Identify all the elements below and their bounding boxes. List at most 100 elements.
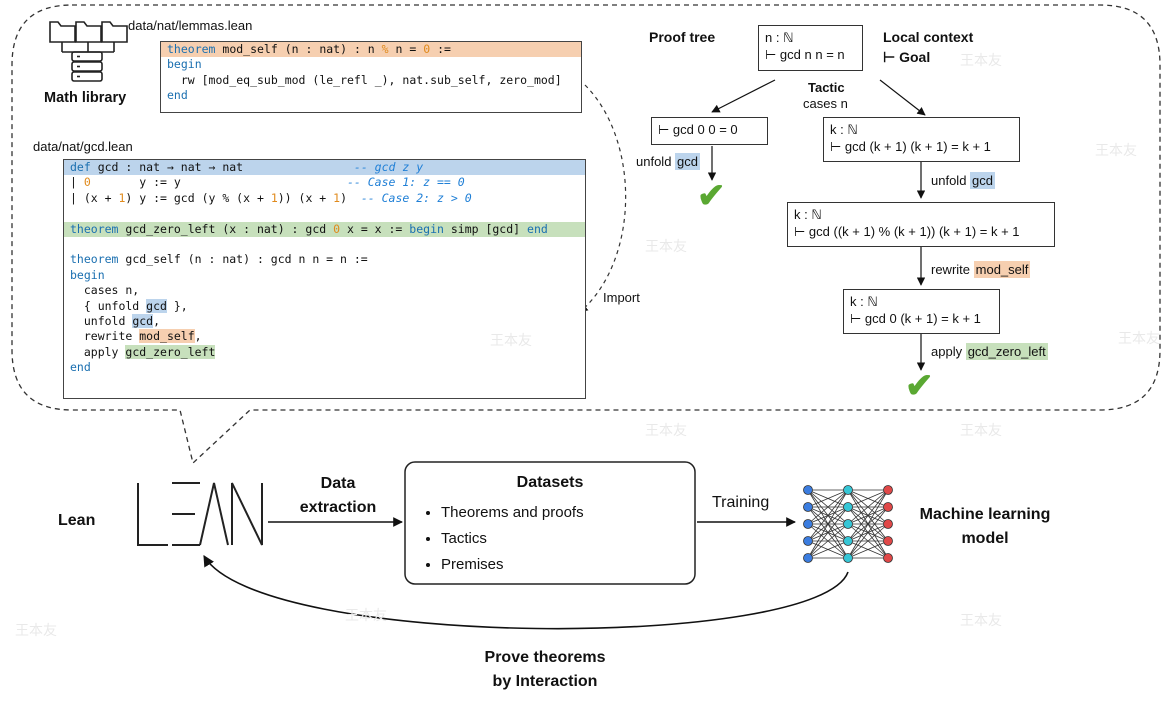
nn-edge xyxy=(807,489,849,542)
nn-edge xyxy=(807,489,849,542)
nn-edge xyxy=(847,523,889,542)
folder-icon xyxy=(49,21,128,53)
nn-edge xyxy=(807,489,849,525)
nn-node xyxy=(803,485,813,495)
ml-model-label: Machine learning model xyxy=(919,506,1051,547)
node-context: k : ℕ xyxy=(794,207,822,222)
nn-node xyxy=(883,485,893,495)
nn-edge xyxy=(807,489,849,508)
nn-node xyxy=(883,502,893,512)
import-arrow xyxy=(579,84,627,313)
nn-node xyxy=(883,536,893,546)
dataset-item: Tactics xyxy=(441,526,584,552)
watermark: 王本友 xyxy=(960,52,1002,68)
nn-edge xyxy=(847,506,889,559)
nn-edge xyxy=(847,540,889,559)
nn-edge xyxy=(807,506,849,542)
node-context: k : ℕ xyxy=(850,294,878,309)
code-line: theorem gcd_self (n : nat) : gcd n n = n… xyxy=(70,252,368,267)
code-line: | (x + 1) y := gcd (y % (x + 1)) (x + 1)… xyxy=(70,190,472,205)
watermark: 王本友 xyxy=(1118,330,1160,346)
gcd-filename: data/nat/gcd.lean xyxy=(33,139,133,154)
tactic-apply: apply gcd_zero_left xyxy=(931,343,1048,360)
lean-label: Lean xyxy=(58,512,96,529)
watermark: 王本友 xyxy=(960,422,1002,438)
nn-edge xyxy=(847,489,889,542)
code-line: { unfold gcd }, xyxy=(70,298,188,313)
nn-edge xyxy=(847,523,889,542)
watermark: 王本友 xyxy=(345,607,387,623)
nn-edge xyxy=(807,506,849,559)
code-line: | 0 y := y -- Case 1: z == 0 xyxy=(70,175,465,190)
watermark: 王本友 xyxy=(490,332,532,348)
math-library-label: Math library xyxy=(44,90,127,106)
code-line: begin xyxy=(70,267,105,282)
datasets-title: Datasets xyxy=(516,474,584,491)
nn-edge xyxy=(807,540,849,559)
datasets-list: Theorems and proofs Tactics Premises xyxy=(423,500,584,578)
nn-node xyxy=(803,502,813,512)
nn-edge xyxy=(807,489,849,525)
nn-edge xyxy=(807,523,849,559)
node-context: k : ℕ xyxy=(830,122,858,137)
nn-edge xyxy=(807,540,849,559)
tactic-unfold-2: unfold gcd xyxy=(931,172,996,189)
nn-edge xyxy=(847,489,889,542)
lemmas-filename: data/nat/lemmas.lean xyxy=(128,18,253,33)
training-label: Training xyxy=(712,494,770,511)
nn-edge xyxy=(807,506,849,525)
code-line: end xyxy=(70,360,91,375)
code-line: begin xyxy=(167,57,202,72)
node-context: n : ℕ xyxy=(765,30,794,45)
node-goal: ⊢ gcd n n = n xyxy=(765,47,845,62)
node-goal: ⊢ gcd ((k + 1) % (k + 1)) (k + 1) = k + … xyxy=(794,224,1020,239)
proof-node-succ: k : ℕ ⊢ gcd (k + 1) (k + 1) = k + 1 xyxy=(823,117,1020,162)
neural-network-icon xyxy=(803,485,893,563)
code-line: theorem gcd_zero_left (x : nat) : gcd 0 … xyxy=(64,221,585,237)
nn-edge xyxy=(847,489,889,525)
nn-edge xyxy=(807,506,849,559)
nn-edge xyxy=(847,489,889,559)
watermark: 王本友 xyxy=(1095,142,1137,158)
nn-edge xyxy=(847,506,889,559)
nn-edge xyxy=(847,489,889,559)
proof-node-zero: ⊢ gcd 0 0 = 0 xyxy=(651,117,768,145)
nn-edge xyxy=(847,489,889,508)
code-line: end xyxy=(167,88,188,103)
code-line: def gcd : nat → nat → nat -- gcd z y xyxy=(64,160,585,176)
gcd-code-block: def gcd : nat → nat → nat -- gcd z y | 0… xyxy=(63,159,586,399)
import-label: Import xyxy=(603,290,640,305)
nn-edge xyxy=(847,489,889,508)
nn-node xyxy=(843,502,853,512)
code-line: theorem mod_self (n : nat) : n % n = 0 :… xyxy=(161,42,581,58)
nn-edge xyxy=(847,523,889,559)
nn-edge xyxy=(807,489,849,508)
nn-node xyxy=(803,519,813,529)
nn-edge xyxy=(847,506,889,525)
nn-edge xyxy=(807,523,849,542)
code-line: unfold gcd, xyxy=(70,313,161,328)
watermark: 王本友 xyxy=(645,422,687,438)
nn-edge xyxy=(807,489,849,559)
local-context-label: Local context xyxy=(883,29,974,45)
database-icon xyxy=(71,51,103,82)
proof-node-final: k : ℕ ⊢ gcd 0 (k + 1) = k + 1 xyxy=(843,289,1000,334)
tactic-label: Tactic xyxy=(808,80,845,95)
nn-edge xyxy=(847,506,889,525)
node-goal: ⊢ gcd 0 0 = 0 xyxy=(658,122,738,137)
code-line xyxy=(64,237,585,252)
code-line: rw [mod_eq_sub_mod (le_refl _), nat.sub_… xyxy=(167,72,562,87)
code-line: apply gcd_zero_left xyxy=(70,344,216,359)
nn-edge xyxy=(847,540,889,559)
watermark: 王本友 xyxy=(15,622,57,638)
nn-node xyxy=(843,553,853,563)
nn-node xyxy=(803,536,813,546)
goal-label: ⊢ Goal xyxy=(883,49,931,65)
proof-tree-label: Proof tree xyxy=(649,29,716,45)
dataset-item: Premises xyxy=(441,552,584,578)
edge-root-succ xyxy=(879,79,926,116)
nn-edge xyxy=(847,506,889,542)
check-icon: ✔ xyxy=(905,367,934,405)
nn-node xyxy=(883,519,893,529)
watermark: 王本友 xyxy=(960,612,1002,628)
